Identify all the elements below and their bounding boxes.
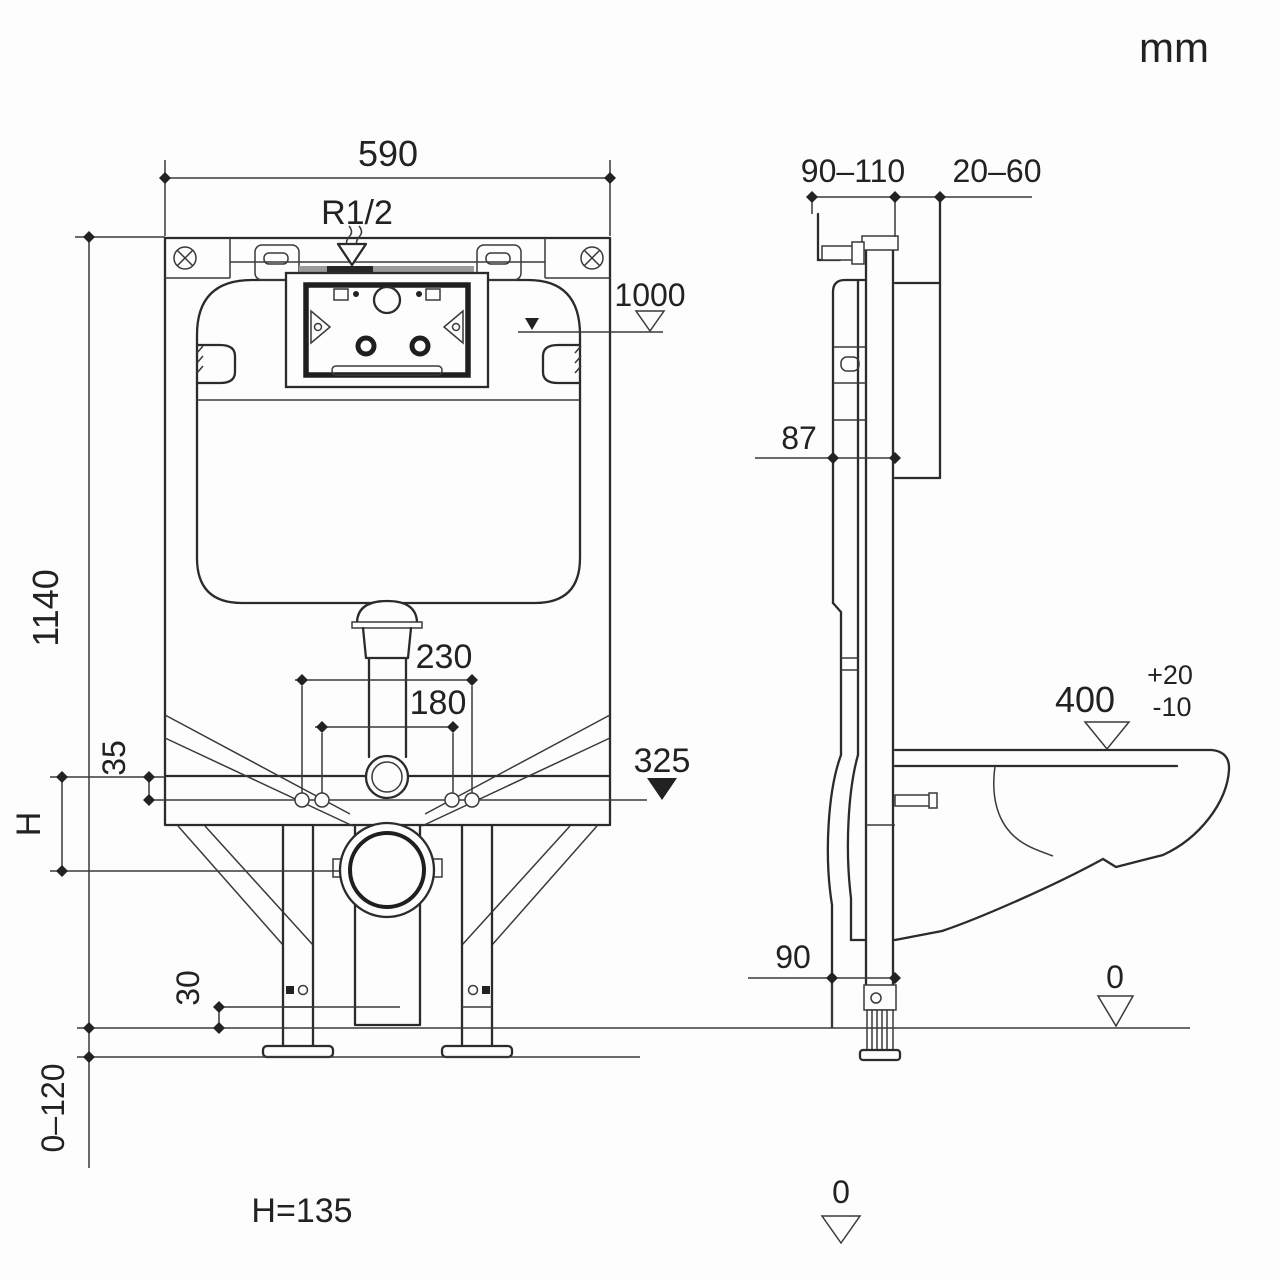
dim-outlet-label: 90 [775, 939, 811, 975]
flush-plate-box [893, 195, 942, 480]
drain-elbow [332, 821, 443, 919]
frame-outline [163, 236, 612, 827]
cistern-profile [826, 278, 895, 1029]
note-h-label: H=135 [251, 1192, 352, 1230]
dimension-end-markers [56, 172, 946, 1063]
side-leg-and-foot [858, 984, 902, 1062]
dim-bowl-height-label: 400 [1055, 679, 1115, 720]
water-level-icon [518, 310, 666, 333]
water-level-label: 1000 [614, 277, 685, 313]
access-top-bar [299, 266, 474, 276]
front-view [149, 225, 666, 1059]
level-outlet-zero-label: 0 [832, 1174, 850, 1210]
support-braces [177, 825, 598, 946]
level-triangle-400 [1083, 721, 1131, 751]
inlet-connection-bar [327, 266, 373, 276]
dim-cistern-face-label: 87 [781, 420, 817, 456]
frame-profile [864, 235, 897, 987]
side-bracket-right [541, 343, 582, 385]
level-triangle-floor [1096, 995, 1135, 1028]
frame-top-inner-lines [165, 238, 610, 279]
flush-valve-and-pipe [351, 599, 423, 1027]
anchor-holes [294, 792, 480, 808]
bracket-hatch [196, 345, 582, 374]
dim-finish-label: 20–60 [953, 153, 1042, 189]
dim-foot-range-label: 0–120 [35, 1064, 71, 1153]
toilet-bowl [893, 748, 1231, 942]
dim-h-label: H [10, 812, 48, 837]
unit-label: mm [1139, 24, 1209, 71]
dim-width-label: 590 [358, 133, 418, 174]
access-box-inner [303, 282, 471, 378]
tol-minus-label: -10 [1152, 692, 1191, 722]
level-325-label: 325 [634, 742, 691, 780]
dimension-lines [50, 160, 1190, 1245]
frame-top-cap [861, 235, 899, 251]
level-triangle-outlet [820, 1215, 862, 1245]
access-box-details [310, 285, 464, 376]
wall-bracket [816, 212, 865, 265]
corner-screw-icon [173, 246, 604, 270]
inlet-arrow-icon [336, 225, 368, 267]
level-triangle-325 [647, 778, 677, 800]
inlet-label: R1/2 [321, 194, 393, 232]
side-view [816, 195, 1231, 1062]
dim-leg-label: 30 [170, 970, 206, 1006]
dim-inner-holes-label: 180 [410, 684, 467, 722]
cistern-body [195, 278, 582, 605]
dim-wall-bracket-label: 90–110 [801, 153, 905, 189]
tol-plus-label: +20 [1147, 660, 1193, 690]
dim-rail-holes-label: 35 [96, 740, 132, 776]
side-bracket-left [196, 343, 237, 385]
mounting-tabs [254, 244, 522, 281]
dim-height-label: 1140 [25, 569, 66, 646]
funnel-lines [164, 714, 611, 827]
labels: mm 590 R1/2 1000 1140 35 H 230 180 325 3… [10, 24, 1209, 1230]
level-floor-zero-label: 0 [1106, 959, 1124, 995]
dim-outer-holes-label: 230 [416, 638, 473, 676]
